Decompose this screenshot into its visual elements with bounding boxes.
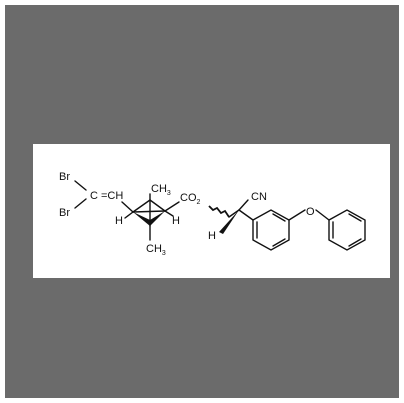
gray-backdrop: Br Br C =CH CH3 CH3 H [5, 5, 399, 398]
benzene-ring-right [328, 209, 366, 251]
atom-h-right: H [172, 215, 180, 227]
atom-h-left: H [115, 215, 123, 227]
atom-h-alpha: H [208, 230, 216, 242]
atom-methyl-top: CH3 [151, 183, 171, 197]
bond-ring-top-right [149, 199, 166, 212]
bond-br-c-bottom [74, 198, 87, 209]
bond-h-left [124, 211, 134, 219]
atom-oxygen: O [306, 206, 315, 218]
benzene-right-double-3 [348, 213, 362, 222]
structure-panel: Br Br C =CH CH3 CH3 H [33, 144, 390, 278]
bond-vinyl-ring [121, 201, 134, 213]
atom-nitrile: CN [251, 191, 267, 203]
benzene-left-double-3 [272, 213, 286, 222]
bond-ester-hashed [208, 205, 230, 218]
bond-alpha-ester [228, 209, 240, 218]
atom-br-bottom: Br [59, 207, 70, 219]
bond-ring-top-left [132, 199, 151, 213]
atom-vinyl: C =CH [90, 190, 123, 202]
bond-h-right [164, 210, 174, 217]
benzene-left-double-2 [272, 238, 286, 247]
bond-alpha-wedge [219, 210, 239, 234]
benzene-right-double-2 [348, 238, 362, 247]
atom-methyl-bottom: CH3 [146, 243, 166, 257]
bond-oxygen-ring [315, 209, 330, 221]
bond-br-c-top [74, 180, 87, 191]
chemical-structure: Br Br C =CH CH3 CH3 H [59, 171, 366, 257]
atom-ester: CO2 [180, 192, 201, 206]
bond-ring-ester [164, 201, 180, 212]
bond-ring-wedge [133, 211, 165, 226]
bond-alpha-phenyl [238, 209, 254, 221]
bond-ring-back [132, 210, 166, 213]
bond-ring-oxygen [288, 209, 306, 221]
benzene-ring-left [252, 209, 290, 251]
bond-alpha-cn [238, 199, 249, 211]
atom-br-top: Br [59, 171, 70, 183]
